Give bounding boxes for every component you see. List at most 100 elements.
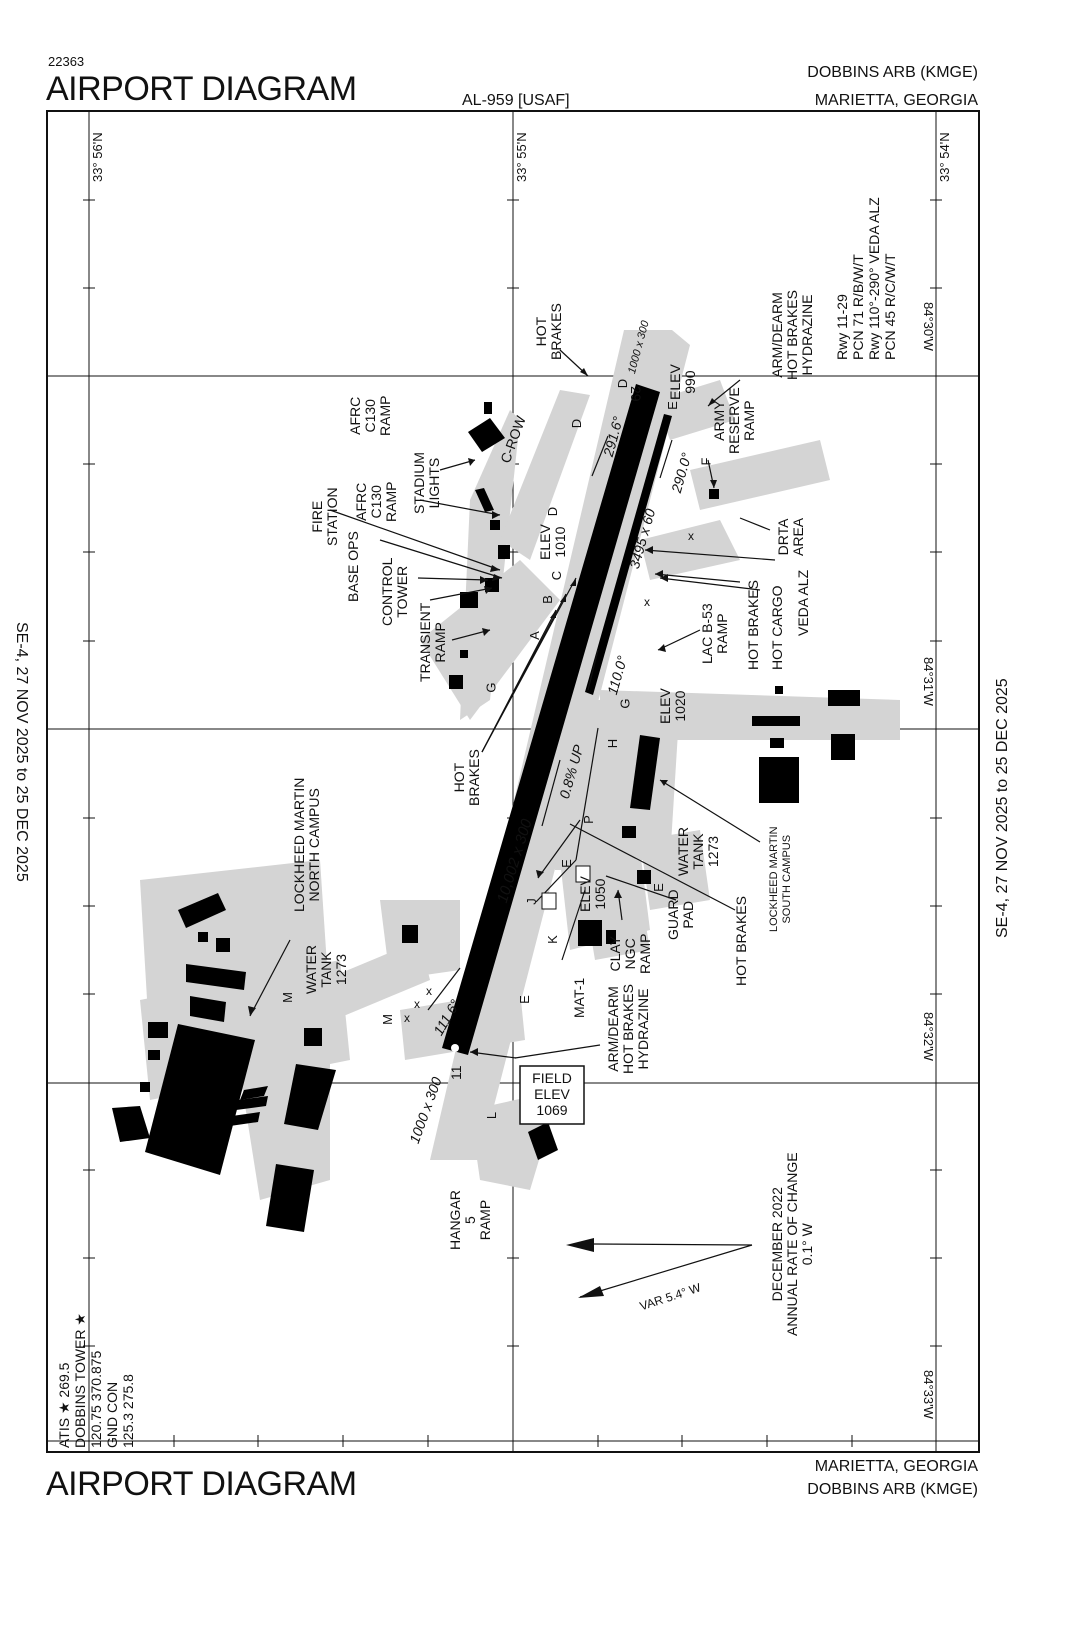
svg-text:x: x: [644, 595, 650, 609]
svg-text:x: x: [426, 984, 432, 998]
magnetic-variation-arrow: [566, 1238, 753, 1298]
lon-30-label: 84°30'W: [921, 302, 936, 351]
taxiway-m-1: M: [279, 992, 295, 1003]
arm-dearm-low-label: ARM/DEARM HOT BRAKES HYDRAZINE: [605, 984, 651, 1074]
runway-end-29: 29: [628, 386, 644, 402]
helipad-2: [575, 865, 591, 883]
runway-11-threshold-marker: [451, 1044, 459, 1052]
svg-text:x: x: [404, 1011, 410, 1025]
direction-arrows: [427, 435, 673, 1011]
field-elev-box: [519, 1065, 585, 1125]
taxiway-d-2: D: [545, 506, 561, 517]
taxiway-e-2: E: [558, 859, 574, 868]
taxiway-m-2: M: [379, 1014, 395, 1025]
water-tank-left-label: WATER TANK 1273: [303, 945, 349, 994]
runway-veda-alz: [585, 414, 672, 695]
control-tower-label: CONTROL TOWER: [379, 557, 410, 626]
arrowheads: [248, 368, 717, 1056]
stadium-lights-label: STADIUM LIGHTS: [411, 452, 442, 514]
lat-54-label: 33° 54'N: [937, 132, 952, 182]
comms-ground-freqs: 125.3 275.8: [120, 1374, 136, 1448]
taxiway-h: H: [605, 738, 621, 749]
lon-33-label: 84°33'W: [921, 1370, 936, 1419]
base-ops-label: BASE OPS: [345, 531, 361, 602]
taxiway-k: K: [544, 935, 560, 944]
lon-32-label: 84°32'W: [921, 1012, 936, 1061]
water-tank-right-label: WATER TANK 1273: [675, 827, 721, 876]
runway-info: Rwy 11-29 PCN 71 R/B/W/T Rwy 110°-290° V…: [834, 197, 898, 360]
afrc-c130-1-label: AFRC C130 RAMP: [347, 395, 393, 436]
chart-id: AL-959 [USAF]: [462, 92, 570, 109]
label-leader-lines: [249, 349, 776, 1059]
svg-text:x: x: [688, 529, 694, 543]
footer-airport-name: DOBBINS ARB (KMGE): [807, 1481, 978, 1498]
army-reserve-label: ARMY RESERVE RAMP: [711, 387, 757, 454]
comms-block: ATIS ★ 269.5 DOBBINS TOWER ★ 120.75 370.…: [56, 1313, 136, 1448]
airport-name: DOBBINS ARB (KMGE): [807, 64, 978, 81]
comms-atis: ATIS ★ 269.5: [56, 1362, 72, 1448]
taxiway-b: B: [539, 595, 555, 604]
page-title: AIRPORT DIAGRAM: [46, 70, 357, 108]
mat1-label: MAT-1: [571, 977, 587, 1018]
elev-1020-label: ELEV 1020: [657, 688, 688, 724]
lm-north-label: LOCKHEED MARTIN NORTH CAMPUS: [291, 777, 322, 912]
taxiway-e-1: E: [664, 401, 680, 410]
footer-title: AIRPORT DIAGRAM: [46, 1465, 357, 1503]
afrc-c130-2-label: AFRC C130 RAMP: [353, 481, 399, 522]
mag-var-note: DECEMBER 2022 ANNUAL RATE OF CHANGE 0.1°…: [769, 1152, 815, 1336]
field-elev-caption: FIELD ELEV: [532, 1070, 572, 1102]
elev-990-label: ELEV 990: [667, 364, 698, 400]
runway-info-line4: PCN 45 R/C/W/T: [882, 253, 898, 360]
hot-brakes-mid-label: HOT BRAKES: [451, 749, 482, 806]
taxiway-a: A: [526, 631, 542, 640]
hot-brakes-right-label: HOT BRAKES: [745, 580, 761, 670]
taxiway-l: L: [484, 1111, 500, 1120]
lon-31-label: 84°31'W: [921, 657, 936, 706]
elev-1010-label: ELEV 1010: [537, 524, 568, 560]
comms-tower-freqs: 120.75 370.875: [88, 1350, 104, 1448]
svg-text:x: x: [414, 997, 420, 1011]
runway-info-line2: PCN 71 R/B/W/T: [850, 254, 866, 360]
lm-south-label: LOCKHEED MARTIN SOUTH CAMPUS: [768, 826, 793, 932]
runway-end-11: 11: [448, 1065, 464, 1080]
field-elev-value: 1069: [536, 1102, 568, 1118]
clay-ngc-label: CLAY NGC RAMP: [607, 933, 653, 974]
hot-brakes-top-label: HOT BRAKES: [533, 303, 564, 360]
taxiway-g-2: G: [617, 698, 633, 709]
field-elev-label: FIELD ELEV 1069: [522, 1070, 582, 1118]
fire-station-label: FIRE STATION: [309, 487, 340, 546]
elev-1050-label: ELEV 1050: [577, 876, 608, 912]
footer-location: MARIETTA, GEORGIA: [814, 1458, 978, 1475]
transient-ramp-label: TRANSIENT RAMP: [417, 602, 448, 682]
taxiway-d-3: D: [615, 378, 631, 389]
guard-pad-label: GUARD PAD: [665, 889, 696, 940]
veda-alz-label: VEDA ALZ: [795, 569, 811, 636]
drta-label: DRTA AREA: [775, 517, 806, 556]
taxiway-e-4: E: [650, 883, 666, 892]
taxiway-g-1: G: [483, 682, 499, 693]
airport-location: MARIETTA, GEORGIA: [814, 92, 978, 109]
comms-tower: DOBBINS TOWER ★: [72, 1313, 88, 1448]
closed-pavement-marks: xx xxx: [404, 529, 694, 1025]
runway-info-line3: Rwy 110°-290° VEDA ALZ: [866, 197, 882, 360]
lat-56-label: 33° 56'N: [90, 132, 105, 182]
taxiway-p: P: [580, 815, 596, 824]
hot-cargo-label: HOT CARGO: [769, 585, 785, 670]
helipad-1: [541, 892, 557, 910]
taxiway-f: F: [698, 457, 714, 466]
hangar5-label: HANGAR 5 RAMP: [447, 1190, 493, 1250]
arm-dearm-top-label: ARM/DEARM HOT BRAKES HYDRAZINE: [769, 290, 815, 380]
taxiway-c: C: [549, 570, 565, 581]
lat-55-label: 33° 55'N: [514, 132, 529, 182]
taxiway-e-3: E: [516, 995, 532, 1004]
runway-11-29: [442, 384, 660, 1055]
taxiway-j: J: [523, 898, 539, 905]
taxiway-d-1: D: [569, 418, 585, 429]
buildings: [112, 402, 860, 1232]
comms-ground: GND CON: [104, 1381, 120, 1448]
runway-info-line1: Rwy 11-29: [834, 294, 850, 360]
lac-b53-label: LAC B-53 RAMP: [699, 603, 730, 664]
doc-number: 22363: [48, 54, 85, 69]
hot-brakes-low-label: HOT BRAKES: [733, 896, 749, 986]
